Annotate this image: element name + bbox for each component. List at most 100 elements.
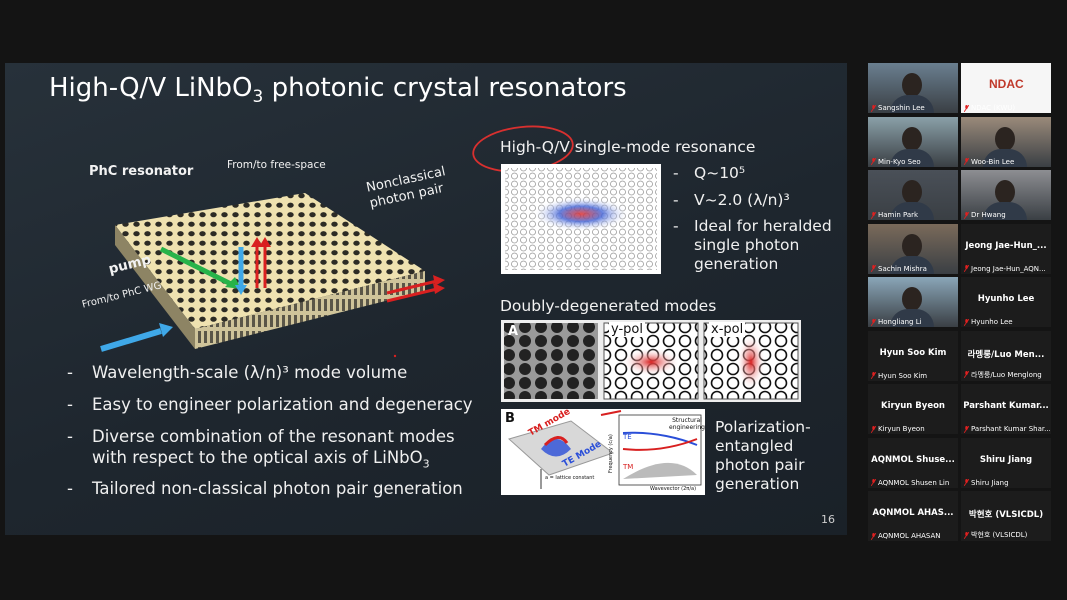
participant-label-text: Dr Hwang (971, 211, 1006, 219)
participant-label-text: Parshant Kumar Shar... (971, 425, 1050, 433)
mic-muted-icon (871, 265, 876, 272)
participant-label-text: Sangshin Lee (878, 104, 925, 112)
mic-muted-icon (871, 372, 876, 379)
participant-name-label: 박현호 (VLSICDL) (964, 530, 1027, 540)
doubly-heading: Doubly-degenerated modes (500, 297, 716, 315)
participant-tile[interactable]: Parshant Kumar... Parshant Kumar Shar... (961, 384, 1051, 434)
participant-label-text: Hyun Soo Kim (878, 372, 927, 380)
participant-person (902, 287, 922, 311)
xpol-label: x-pol (709, 322, 745, 337)
participant-name-label: AQNMOL AHASAN (871, 532, 941, 540)
freq-axis-label: Frequency (c/a) (608, 434, 614, 473)
participant-tile[interactable]: AQNMOL Shuse... AQNMOL Shusen Lin (868, 438, 958, 488)
panel-a-label: A (508, 324, 518, 339)
tm-small-label: TM (623, 463, 633, 471)
mic-muted-icon (871, 319, 876, 326)
ndac-logo: NDAC (989, 77, 1024, 91)
mic-muted-icon (871, 533, 876, 540)
participant-label-text: Hyunho Lee (971, 318, 1013, 326)
participant-name-label: Hyun Soo Kim (871, 372, 927, 380)
mic-muted-icon (871, 426, 876, 433)
participant-tile[interactable]: Woo-Bin Lee (961, 117, 1051, 167)
mic-muted-icon (964, 426, 969, 433)
participant-tile[interactable]: NDAC NDAC (KWU) (961, 63, 1051, 113)
participant-label-text: Sachin Mishra (878, 265, 927, 273)
participant-name-label: Hongliang Li (871, 318, 922, 326)
participant-label-text: AQNMOL AHASAN (878, 532, 941, 540)
participant-name-label: Hyunho Lee (964, 318, 1013, 326)
participant-display-name: AQNMOL Shuse... (868, 455, 958, 465)
participant-display-name: Kiryun Byeon (868, 401, 958, 411)
mic-muted-icon (964, 479, 969, 486)
participant-label-text: Jeong Jae-Hun_AQN... (971, 265, 1046, 273)
mic-muted-icon (871, 212, 876, 219)
participant-tile[interactable]: Hamin Park (868, 170, 958, 220)
participant-display-name: Jeong Jae-Hun_... (961, 241, 1051, 251)
participant-label-text: Kiryun Byeon (878, 425, 925, 433)
participant-name-label: Sachin Mishra (871, 265, 927, 273)
mic-muted-icon (871, 479, 876, 486)
panel-b-label: B (505, 411, 515, 426)
mic-muted-icon (964, 371, 969, 378)
participant-name-label: Kiryun Byeon (871, 425, 925, 433)
participant-name-label: Dr Hwang (964, 211, 1006, 219)
shared-slide: High-Q/V LiNbO3 photonic crystal resonat… (5, 63, 847, 535)
mic-muted-icon (964, 212, 969, 219)
phc-resonator-label: PhC resonator (89, 164, 193, 179)
participant-tile[interactable]: Dr Hwang (961, 170, 1051, 220)
participant-tile[interactable]: AQNMOL AHAS... AQNMOL AHASAN (868, 491, 958, 541)
participant-person (902, 234, 922, 258)
participant-name-label: Shiru Jiang (964, 479, 1009, 487)
mic-muted-icon (964, 265, 969, 272)
participant-display-name: Shiru Jiang (961, 455, 1051, 465)
polarization-entangled-text: Polarization- entangled photon pair gene… (715, 418, 811, 494)
panel-a-image (501, 320, 801, 402)
participant-name-label: Min-Kyo Seo (871, 158, 921, 166)
participant-display-name: AQNMOL AHAS... (868, 508, 958, 518)
participant-name-label: Jeong Jae-Hun_AQN... (964, 265, 1046, 273)
ypol-label: y-pol (609, 322, 645, 337)
participant-name-label: AQNMOL Shusen Lin (871, 479, 949, 487)
mic-muted-icon (964, 105, 969, 112)
participant-name-label: Sangshin Lee (871, 104, 925, 112)
participant-label-text: Woo-Bin Lee (971, 158, 1014, 166)
te-small-label: TE (623, 433, 632, 441)
participant-label-text: NDAC (KWU) (971, 104, 1015, 112)
participant-tile[interactable]: 박현호 (VLSICDL) 박현호 (VLSICDL) (961, 491, 1051, 541)
participant-person (902, 127, 922, 151)
participant-name-label: Woo-Bin Lee (964, 158, 1014, 166)
participant-display-name: Hyunho Lee (961, 294, 1051, 304)
participant-tile[interactable]: Sangshin Lee (868, 63, 958, 113)
participant-label-text: Shiru Jiang (971, 479, 1009, 487)
participant-name-label: Hamin Park (871, 211, 918, 219)
mic-muted-icon (964, 319, 969, 326)
participant-label-text: AQNMOL Shusen Lin (878, 479, 949, 487)
participant-label-text: Hamin Park (878, 211, 918, 219)
participant-tile[interactable]: Hongliang Li (868, 277, 958, 327)
wavevector-axis-label: Wavevector (2π/a) (650, 486, 696, 492)
lattice-label: a = lattice constant (545, 475, 594, 481)
participant-person (902, 73, 922, 97)
participant-tile[interactable]: 라멩룽/Luo Men...라멩룽/Luo Menglong (961, 331, 1051, 381)
mic-muted-icon (964, 158, 969, 165)
participant-label-text: Min-Kyo Seo (878, 158, 921, 166)
mic-muted-icon (964, 532, 969, 539)
participant-label-text: 라멩룽/Luo Menglong (971, 370, 1042, 380)
participant-name-label: Parshant Kumar Shar... (964, 425, 1050, 433)
participant-display-name: Parshant Kumar... (961, 401, 1051, 411)
participant-display-name: Hyun Soo Kim (868, 348, 958, 358)
page-number: 16 (821, 513, 835, 526)
single-mode-image (501, 164, 661, 274)
participant-display-name: 박현호 (VLSICDL) (961, 508, 1051, 520)
participant-person (902, 180, 922, 204)
participant-tile[interactable]: Sachin Mishra (868, 224, 958, 274)
participant-person (995, 180, 1015, 204)
participant-tile[interactable]: Jeong Jae-Hun_... Jeong Jae-Hun_AQN... (961, 224, 1051, 274)
participant-tile[interactable]: Min-Kyo Seo (868, 117, 958, 167)
participant-person (995, 127, 1015, 151)
